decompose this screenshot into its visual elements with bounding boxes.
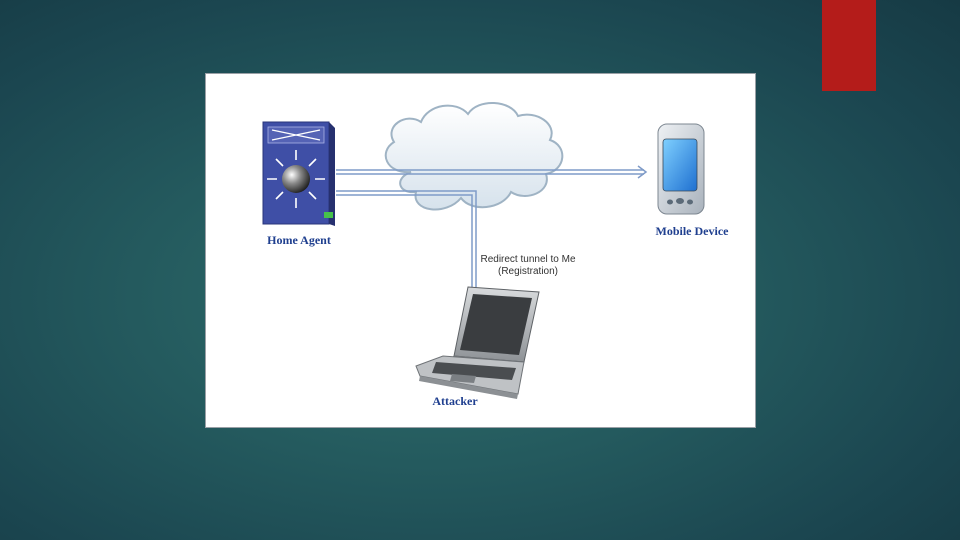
tunnel-to-mobile <box>336 165 648 179</box>
accent-bar <box>822 0 876 91</box>
diagram-canvas: Home Agent Mobile Device Redirect tunnel… <box>262 101 730 408</box>
cloud-icon <box>384 101 564 211</box>
router-switch-icon <box>262 121 335 226</box>
attacker-label: Attacker <box>432 394 478 408</box>
mobile-device-label: Mobile Device <box>656 224 730 238</box>
network-diagram: Home Agent Mobile Device Redirect tunnel… <box>205 73 756 428</box>
home-agent-label: Home Agent <box>267 233 331 247</box>
redirect-tunnel-to-attacker <box>336 190 477 292</box>
redirect-annotation-line2: (Registration) <box>498 266 558 277</box>
redirect-annotation-line1: Redirect tunnel to Me <box>480 254 575 265</box>
pda-phone-icon <box>657 123 705 215</box>
laptop-icon <box>415 286 540 399</box>
